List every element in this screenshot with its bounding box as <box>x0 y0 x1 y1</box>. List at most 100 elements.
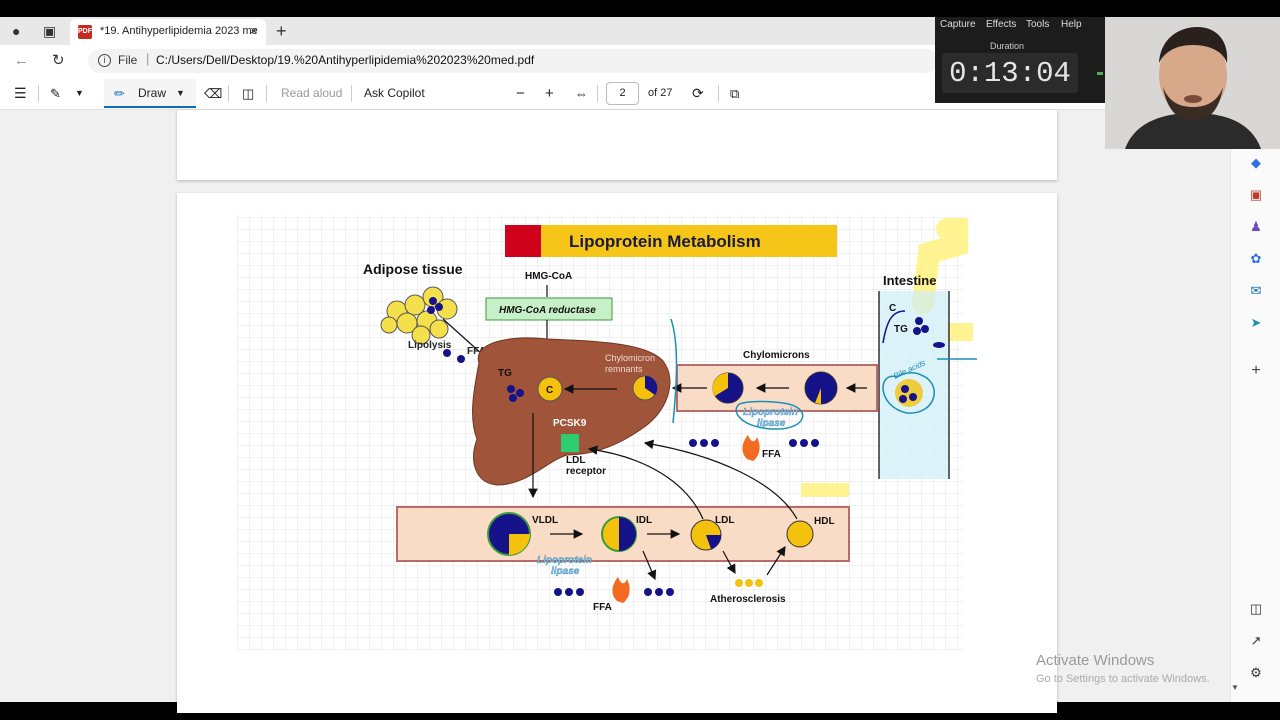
lipoprotein-lipase-label: Lipoprotein <box>537 555 592 566</box>
page-total: of 27 <box>648 87 673 99</box>
site-info-icon[interactable]: i <box>98 54 111 67</box>
ldl-label: LDL <box>715 515 734 526</box>
audio-level-icon <box>1097 72 1103 75</box>
pen-icon: ✏ <box>114 86 125 101</box>
url-text[interactable]: C:/Users/Dell/Desktop/19.%20Antihyperlip… <box>156 53 535 67</box>
ffa-dot <box>800 439 808 447</box>
title-bar-yellow <box>541 225 837 257</box>
title-bar-red <box>505 225 541 257</box>
tag-icon[interactable]: ◆ <box>1251 155 1261 170</box>
chylomicron-remnants-label: remnants <box>605 364 643 374</box>
ffa-dot <box>666 588 674 596</box>
highlight-icon[interactable]: ✎ <box>50 86 61 101</box>
tg-dot <box>899 395 907 403</box>
hmg-coa-label: HMG-CoA <box>525 271 572 282</box>
hdl-particle <box>786 520 814 548</box>
ffa-dot <box>655 588 663 596</box>
read-aloud-button[interactable]: Read aloud <box>281 86 343 100</box>
liver-shape <box>472 337 671 486</box>
ffa-dot <box>789 439 797 447</box>
ask-copilot-button[interactable]: Ask Copilot <box>364 86 425 100</box>
two-page-icon[interactable]: ⧉ <box>730 86 740 101</box>
scroll-down-icon[interactable]: ▼ <box>1231 683 1239 692</box>
highlight-stroke <box>947 323 973 341</box>
fit-page-icon[interactable]: ⇔ <box>575 86 588 101</box>
chylomicron-particle <box>712 372 728 396</box>
ldl-receptor-label: receptor <box>566 466 606 477</box>
tab-actions-icon[interactable]: ▣ <box>43 23 57 39</box>
chylomicrons-label: Chylomicrons <box>743 350 810 361</box>
tg-dot <box>507 385 515 393</box>
chylomicron-remnants-label: Chylomicron <box>605 353 655 363</box>
screen-recorder-panel: Capture Effects Tools Help Duration 0:13… <box>935 17 1105 103</box>
recorder-menu-capture[interactable]: Capture <box>940 19 976 30</box>
send-icon[interactable]: ➤ <box>1250 315 1262 330</box>
refresh-icon[interactable]: ↻ <box>52 52 65 69</box>
adipose-label: Adipose tissue <box>363 261 463 277</box>
cholesterol-dot <box>755 579 763 587</box>
ffa-dot <box>565 588 573 596</box>
tg-dot <box>909 393 917 401</box>
close-tab-icon[interactable]: × <box>250 23 258 38</box>
pdf-canvas[interactable]: Lipoprotein Metabolism Adipose tissue <box>0 110 1230 713</box>
browser-window: ● ▣ PDF *19. Antihyperlipidemia 2023 me … <box>0 17 1280 713</box>
activate-windows-subtitle: Go to Settings to activate Windows. <box>1036 673 1210 685</box>
cholesterol-dot <box>735 579 743 587</box>
recorder-menu-help[interactable]: Help <box>1061 19 1082 30</box>
rotate-icon[interactable]: ⟳ <box>692 85 704 101</box>
profile-icon[interactable]: ● <box>12 23 21 39</box>
contents-icon[interactable]: ☰ <box>14 85 27 101</box>
recording-time: 0:13:04 <box>949 57 1071 90</box>
settings-icon[interactable]: ⚙ <box>1250 665 1262 680</box>
tab-active[interactable]: PDF *19. Antihyperlipidemia 2023 me × <box>70 19 266 45</box>
pdf-page-1 <box>177 110 1057 180</box>
chevron-down-icon[interactable]: ▼ <box>176 88 185 98</box>
split-screen-icon[interactable]: ◫ <box>1249 601 1263 616</box>
page-number-input[interactable]: 2 <box>606 82 639 105</box>
page-view-icon[interactable]: ◫ <box>242 86 255 101</box>
ldl-receptor-label: LDL <box>566 455 585 466</box>
ffa-label: FFA <box>467 346 486 357</box>
recorder-menu-effects[interactable]: Effects <box>986 19 1017 30</box>
toolbar-divider <box>597 85 598 102</box>
atherosclerosis-label: Atherosclerosis <box>710 594 786 605</box>
briefcase-icon[interactable]: ▣ <box>1249 187 1263 202</box>
zoom-out-icon[interactable]: − <box>516 85 525 102</box>
highlight-stroke <box>801 483 849 497</box>
url-field[interactable]: i File | C:/Users/Dell/Desktop/19.%20Ant… <box>88 49 938 73</box>
draw-label: Draw <box>138 86 167 100</box>
flame-icon <box>742 435 760 461</box>
remnant-particle <box>645 375 658 395</box>
activate-windows-title: Activate Windows <box>1036 652 1155 669</box>
ffa-dot <box>554 588 562 596</box>
pen-annotation <box>670 318 678 424</box>
tg-dot <box>901 385 909 393</box>
idl-label: IDL <box>636 515 652 526</box>
external-link-icon[interactable]: ↗ <box>1250 633 1262 648</box>
copilot-icon[interactable]: ✿ <box>1250 251 1262 266</box>
chess-icon[interactable]: ♟ <box>1250 219 1262 234</box>
zoom-in-icon[interactable]: + <box>545 85 554 102</box>
new-tab-button[interactable]: + <box>276 21 287 41</box>
ffa-dot <box>576 588 584 596</box>
back-icon[interactable]: ← <box>14 52 29 69</box>
arrow <box>766 545 786 576</box>
recorder-menu-tools[interactable]: Tools <box>1026 19 1050 30</box>
toolbar-divider <box>351 85 352 102</box>
url-scheme-label: File <box>118 53 138 67</box>
arrow <box>642 550 657 581</box>
pcsk9-label: PCSK9 <box>553 418 587 429</box>
chevron-down-icon[interactable]: ▼ <box>75 88 84 98</box>
outlook-icon[interactable]: ✉ <box>1250 283 1262 298</box>
tg-label: TG <box>894 324 908 335</box>
webcam-feed <box>1105 17 1280 149</box>
ffa-dot <box>443 349 451 357</box>
add-icon[interactable]: + <box>1251 362 1261 379</box>
tg-dot <box>915 317 923 325</box>
lipoprotein-lipase-label: Lipoprotein <box>743 407 798 418</box>
draw-button[interactable]: ✏ Draw ▼ <box>104 79 196 108</box>
tg-dot <box>509 394 517 402</box>
eraser-icon[interactable]: ⌫ <box>204 86 223 101</box>
ldl-receptor-box <box>561 434 579 452</box>
tg-label: TG <box>498 368 512 379</box>
